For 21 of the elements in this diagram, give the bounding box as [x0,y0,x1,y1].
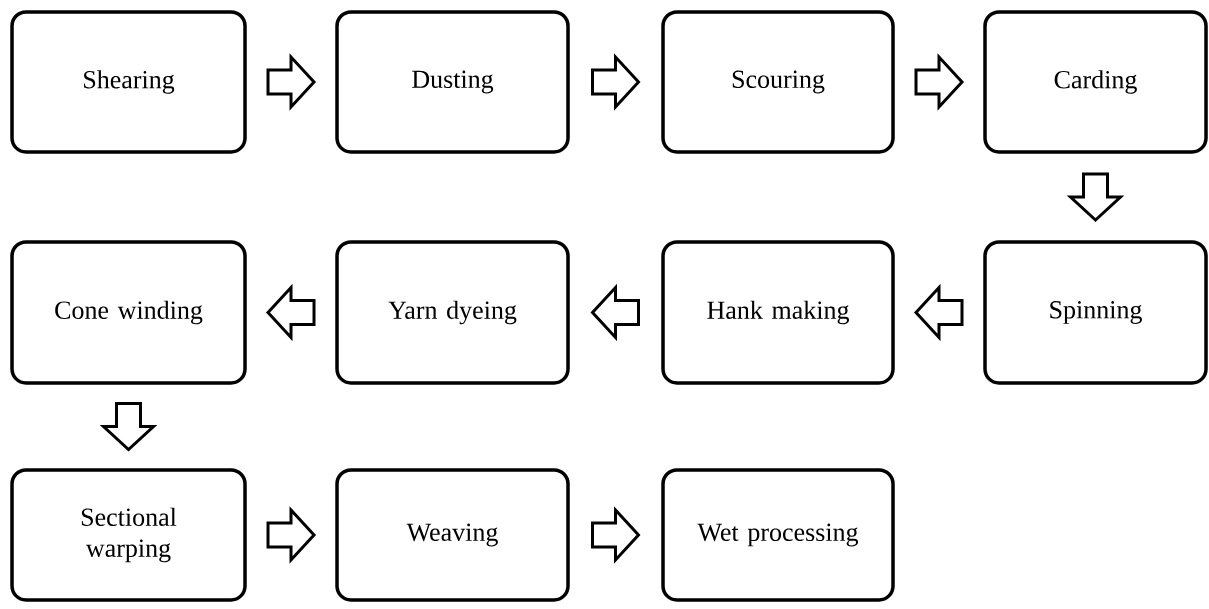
process-box: Yarn dyeing [335,240,570,385]
process-box: Weaving [335,468,570,602]
block-arrow [99,402,158,452]
process-box: Carding [983,10,1208,154]
process-box: Hank making [661,240,895,385]
process-box: Wet processing [661,468,895,602]
block-arrow [591,53,641,111]
process-box: Shearing [10,10,247,154]
block-arrow [591,506,641,564]
block-arrow [914,53,965,111]
block-arrow [266,506,317,564]
block-arrow [913,283,964,342]
block-arrow [265,283,316,342]
process-box: Cone winding [10,240,247,385]
process-box: Scouring [661,10,895,154]
block-arrow [1066,172,1125,223]
process-box: Sectional warping [10,468,247,602]
block-arrow [590,283,640,342]
process-box: Spinning [983,240,1208,385]
process-box: Dusting [335,10,570,154]
block-arrow [266,53,317,111]
